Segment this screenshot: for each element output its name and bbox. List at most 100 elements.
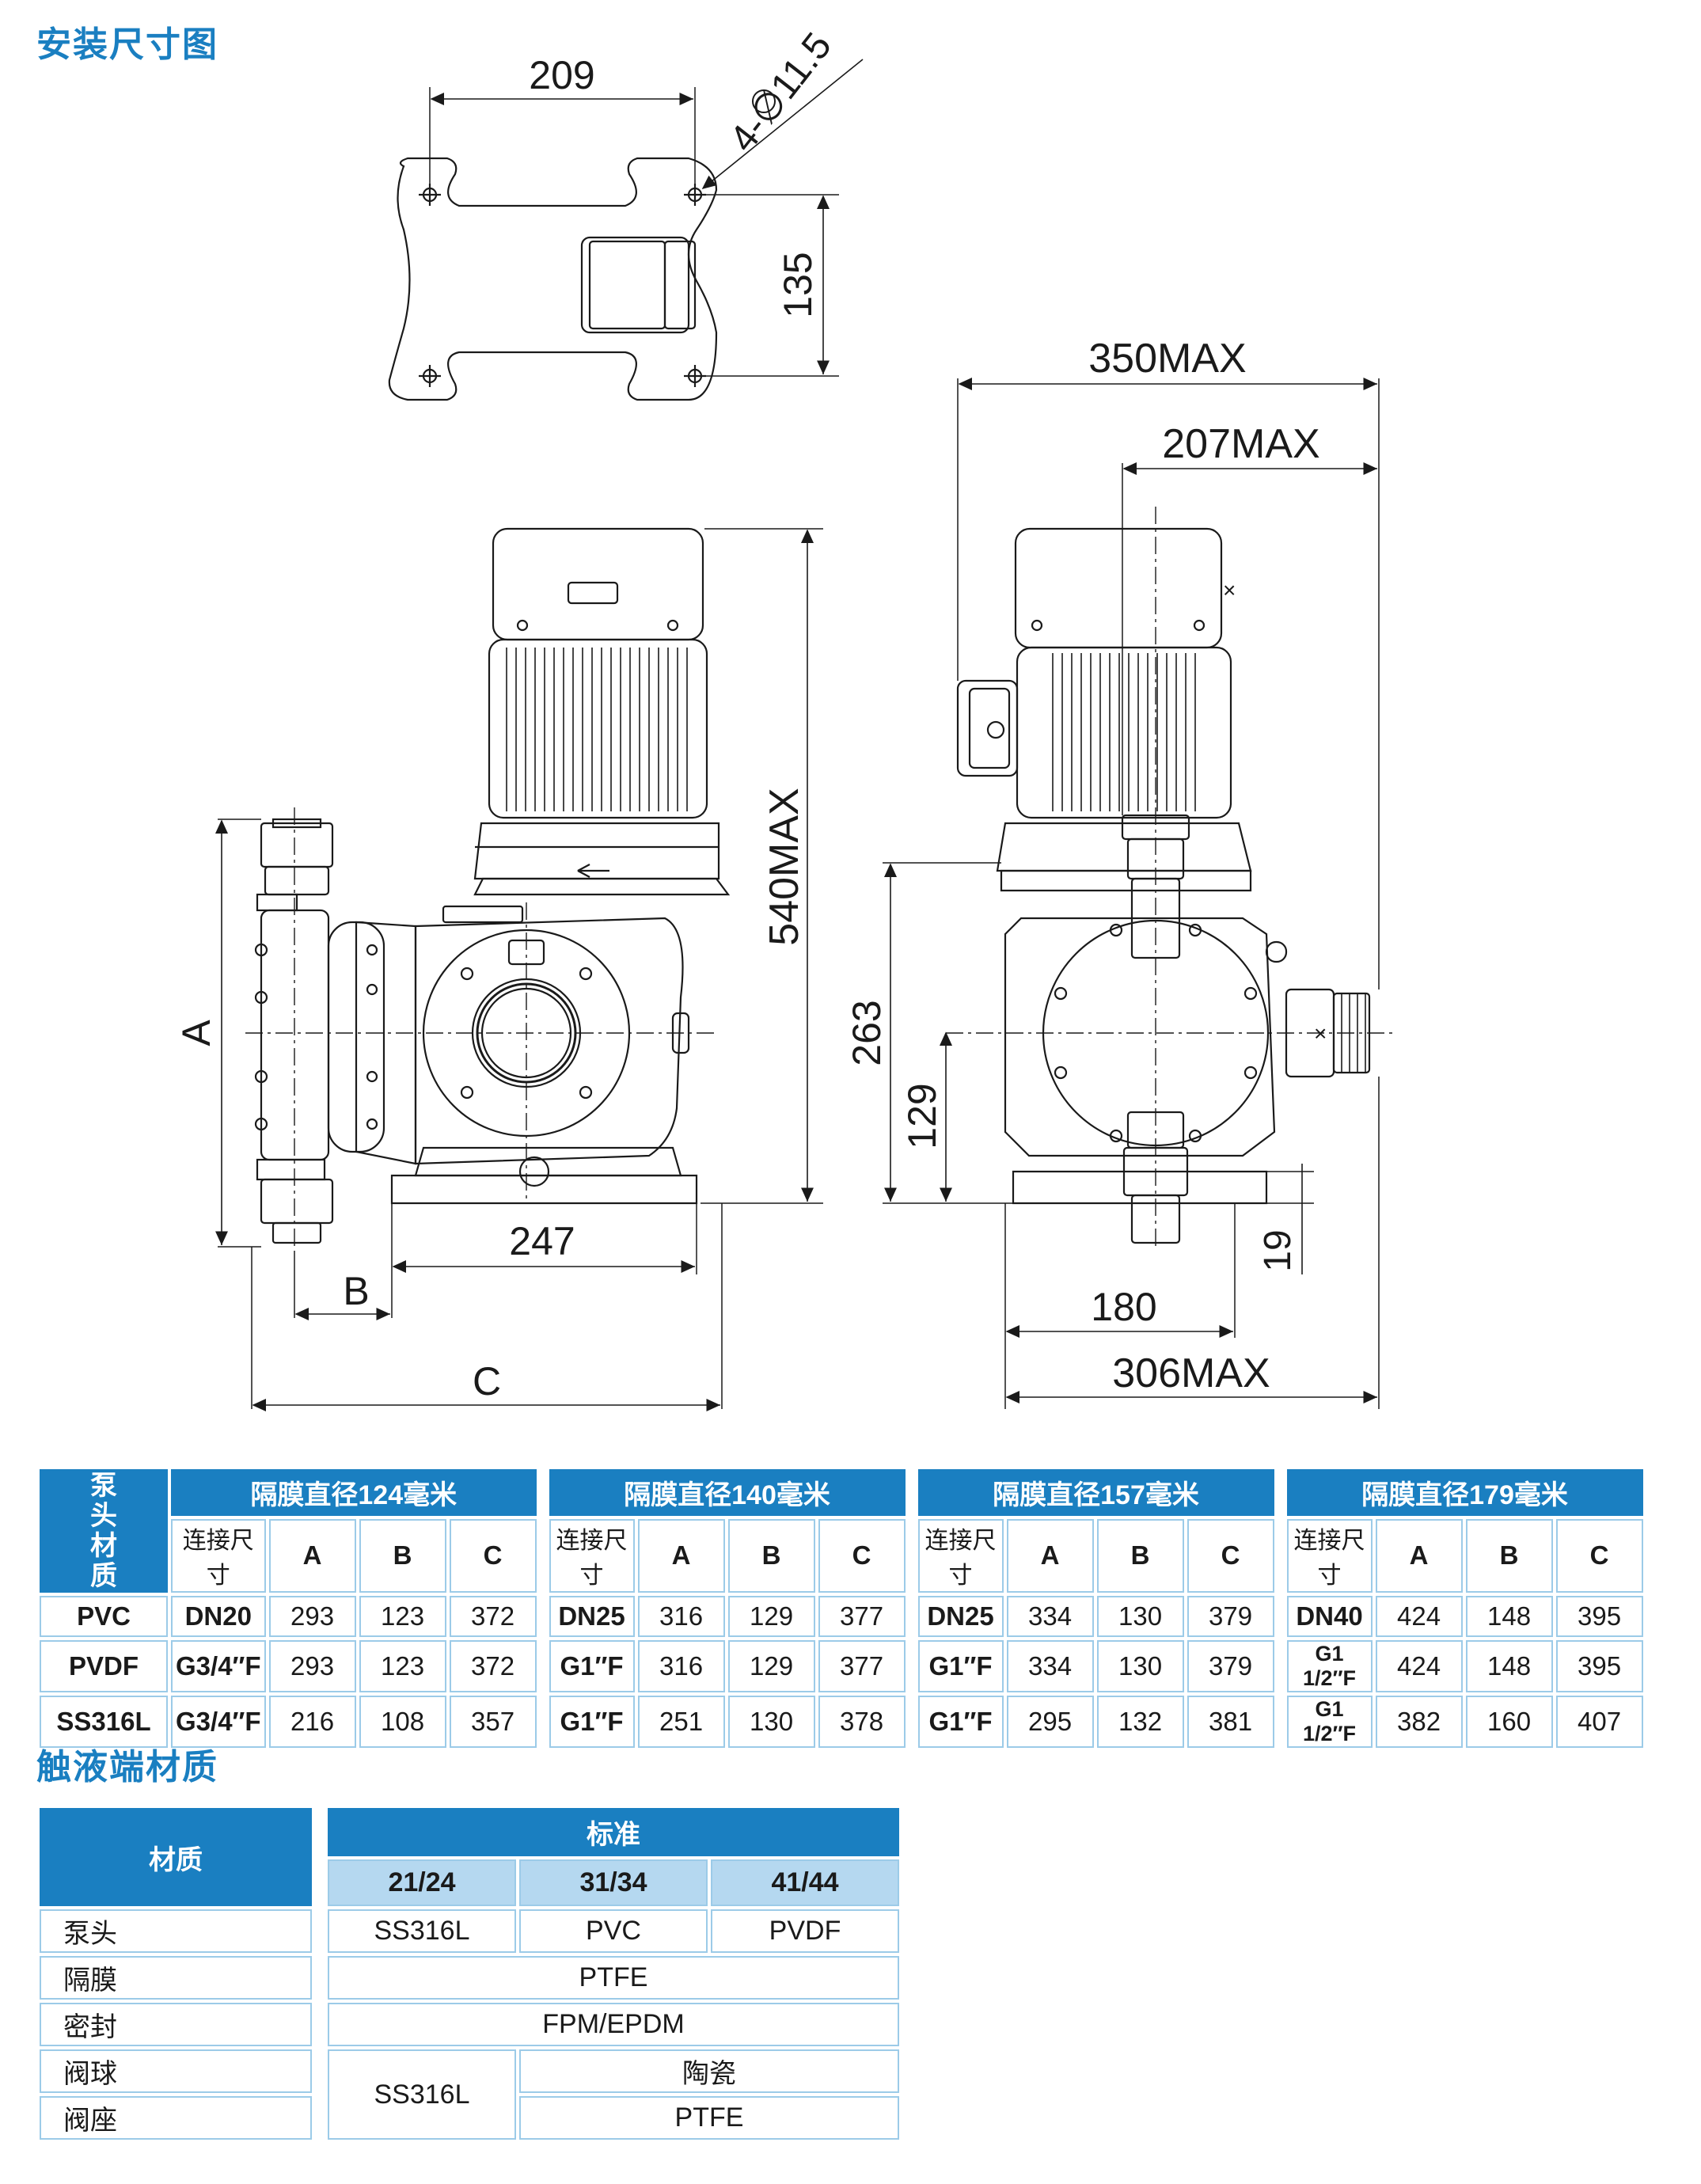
dim-19: 19 bbox=[1257, 1229, 1299, 1271]
table-cell: PVDF bbox=[711, 1909, 899, 1953]
col-b: B bbox=[1465, 1518, 1553, 1593]
table-cell: 216 bbox=[268, 1696, 356, 1748]
table-row: 阀球 SS316L 陶瓷 bbox=[40, 2049, 899, 2140]
dim-c: C bbox=[473, 1359, 501, 1403]
standard-header: 标准 bbox=[328, 1808, 899, 1856]
dim-180: 180 bbox=[1091, 1285, 1156, 1329]
col-a: A bbox=[1006, 1518, 1094, 1593]
table-row: 阀座 PTFE bbox=[40, 2096, 899, 2140]
table-cell: 132 bbox=[1096, 1696, 1184, 1748]
table-cell: 123 bbox=[359, 1640, 446, 1692]
pump-front-view bbox=[254, 527, 731, 1244]
row-label-valve-ball: 阀球 bbox=[40, 2049, 312, 2093]
table-cell: 陶瓷 bbox=[519, 2049, 899, 2093]
row-label-diaphragm: 隔膜 bbox=[40, 1956, 312, 2000]
group-157-title: 隔膜直径157毫米 bbox=[917, 1469, 1274, 1516]
table-row: 泵头 SS316L PVC PVDF bbox=[40, 1909, 899, 1953]
table-cell: PVC bbox=[519, 1909, 708, 1953]
col-a: A bbox=[637, 1518, 725, 1593]
table-row: 隔膜 PTFE bbox=[40, 1956, 899, 2000]
table-cell: G1″F bbox=[549, 1640, 635, 1692]
table-cell: 295 bbox=[1006, 1696, 1094, 1748]
table-cell: G1″F bbox=[917, 1640, 1004, 1692]
col-c: C bbox=[818, 1518, 906, 1593]
dim-540max: 540MAX bbox=[761, 788, 807, 945]
material-header: 泵头 材质 bbox=[40, 1469, 168, 1593]
table-cell: 160 bbox=[1465, 1696, 1553, 1748]
table-cell: 372 bbox=[449, 1596, 537, 1637]
dim-306max: 306MAX bbox=[1112, 1350, 1270, 1396]
table-cell: FPM/EPDM bbox=[328, 2003, 899, 2046]
dim-129: 129 bbox=[900, 1083, 944, 1149]
table-cell: 130 bbox=[727, 1696, 815, 1748]
table-cell: G1″F bbox=[917, 1696, 1004, 1748]
col-c: C bbox=[1187, 1518, 1274, 1593]
conn-label: 连接尺寸 bbox=[549, 1518, 635, 1593]
row-label-pump-head: 泵头 bbox=[40, 1909, 312, 1953]
dim-207max: 207MAX bbox=[1162, 421, 1319, 467]
pump-side-view bbox=[956, 527, 1371, 1244]
conn-label: 连接尺寸 bbox=[1286, 1518, 1373, 1593]
table-row: SS316L G3/4″F 216 108 357 G1″F 251 130 3… bbox=[40, 1696, 1643, 1748]
material-ss316l: SS316L bbox=[40, 1696, 168, 1748]
dimension-table: 泵头 材质 隔膜直径124毫米 隔膜直径140毫米 隔膜直径157毫米 隔膜直径… bbox=[36, 1466, 1646, 1751]
table-cell: SS316L bbox=[328, 1909, 516, 1953]
table-cell: G3/4″F bbox=[171, 1696, 266, 1748]
table-cell: 372 bbox=[449, 1640, 537, 1692]
table-cell: G1″F bbox=[549, 1696, 635, 1748]
table-cell: G1 1/2″F bbox=[1286, 1640, 1373, 1692]
group-140-title: 隔膜直径140毫米 bbox=[549, 1469, 906, 1516]
table-cell: 129 bbox=[727, 1596, 815, 1637]
table-cell: 334 bbox=[1006, 1596, 1094, 1637]
table-cell: PTFE bbox=[519, 2096, 899, 2140]
table-cell: 129 bbox=[727, 1640, 815, 1692]
table-row: PVDF G3/4″F 293 123 372 G1″F 316 129 377… bbox=[40, 1640, 1643, 1692]
table-cell: 148 bbox=[1465, 1596, 1553, 1637]
table-cell: 357 bbox=[449, 1696, 537, 1748]
conn-label: 连接尺寸 bbox=[917, 1518, 1004, 1593]
group-179-title: 隔膜直径179毫米 bbox=[1286, 1469, 1643, 1516]
table-cell: DN40 bbox=[1286, 1596, 1373, 1637]
col-b: B bbox=[1096, 1518, 1184, 1593]
model-31-34: 31/34 bbox=[519, 1859, 708, 1906]
col-b: B bbox=[727, 1518, 815, 1593]
table-cell: 108 bbox=[359, 1696, 446, 1748]
table-cell: SS316L bbox=[328, 2049, 516, 2140]
dim-247: 247 bbox=[509, 1219, 575, 1263]
model-41-44: 41/44 bbox=[711, 1859, 899, 1906]
table-cell: 395 bbox=[1555, 1596, 1643, 1637]
wetted-materials-title: 触液端材质 bbox=[36, 1747, 218, 1787]
install-dimensions-title: 安装尺寸图 bbox=[36, 25, 218, 65]
table-cell: 379 bbox=[1187, 1596, 1274, 1637]
table-cell: 407 bbox=[1555, 1696, 1643, 1748]
svg-text:×: × bbox=[1314, 1021, 1327, 1046]
col-b: B bbox=[359, 1518, 446, 1593]
table-row: 密封 FPM/EPDM bbox=[40, 2003, 899, 2046]
wetted-materials-table: 材质 标准 21/24 31/34 41/44 泵头 SS316L PVC PV… bbox=[36, 1805, 902, 2143]
table-cell: 123 bbox=[359, 1596, 446, 1637]
table-cell: 316 bbox=[637, 1596, 725, 1637]
table-cell: 424 bbox=[1375, 1640, 1463, 1692]
material-pvdf: PVDF bbox=[40, 1640, 168, 1692]
table-cell: 379 bbox=[1187, 1640, 1274, 1692]
material-col-header: 材质 bbox=[40, 1808, 312, 1906]
dim-209: 209 bbox=[529, 53, 594, 97]
table-row: PVC DN20 293 123 372 DN25 316 129 377 DN… bbox=[40, 1596, 1643, 1637]
installation-drawing: × × 209 4-∅11.5 135 350MAX 207MAX 540MAX… bbox=[174, 25, 1393, 1411]
col-c: C bbox=[1555, 1518, 1643, 1593]
base-plate-view bbox=[388, 157, 718, 401]
row-label-seal: 密封 bbox=[40, 2003, 312, 2046]
table-cell: 381 bbox=[1187, 1696, 1274, 1748]
col-a: A bbox=[1375, 1518, 1463, 1593]
table-cell: 293 bbox=[268, 1640, 356, 1692]
table-cell: 424 bbox=[1375, 1596, 1463, 1637]
table-cell: 251 bbox=[637, 1696, 725, 1748]
dim-350max: 350MAX bbox=[1088, 336, 1246, 382]
table-cell: G1 1/2″F bbox=[1286, 1696, 1373, 1748]
table-cell: DN20 bbox=[171, 1596, 266, 1637]
col-c: C bbox=[449, 1518, 537, 1593]
material-pvc: PVC bbox=[40, 1596, 168, 1637]
table-cell: 378 bbox=[818, 1696, 906, 1748]
table-cell: DN25 bbox=[917, 1596, 1004, 1637]
col-a: A bbox=[268, 1518, 356, 1593]
